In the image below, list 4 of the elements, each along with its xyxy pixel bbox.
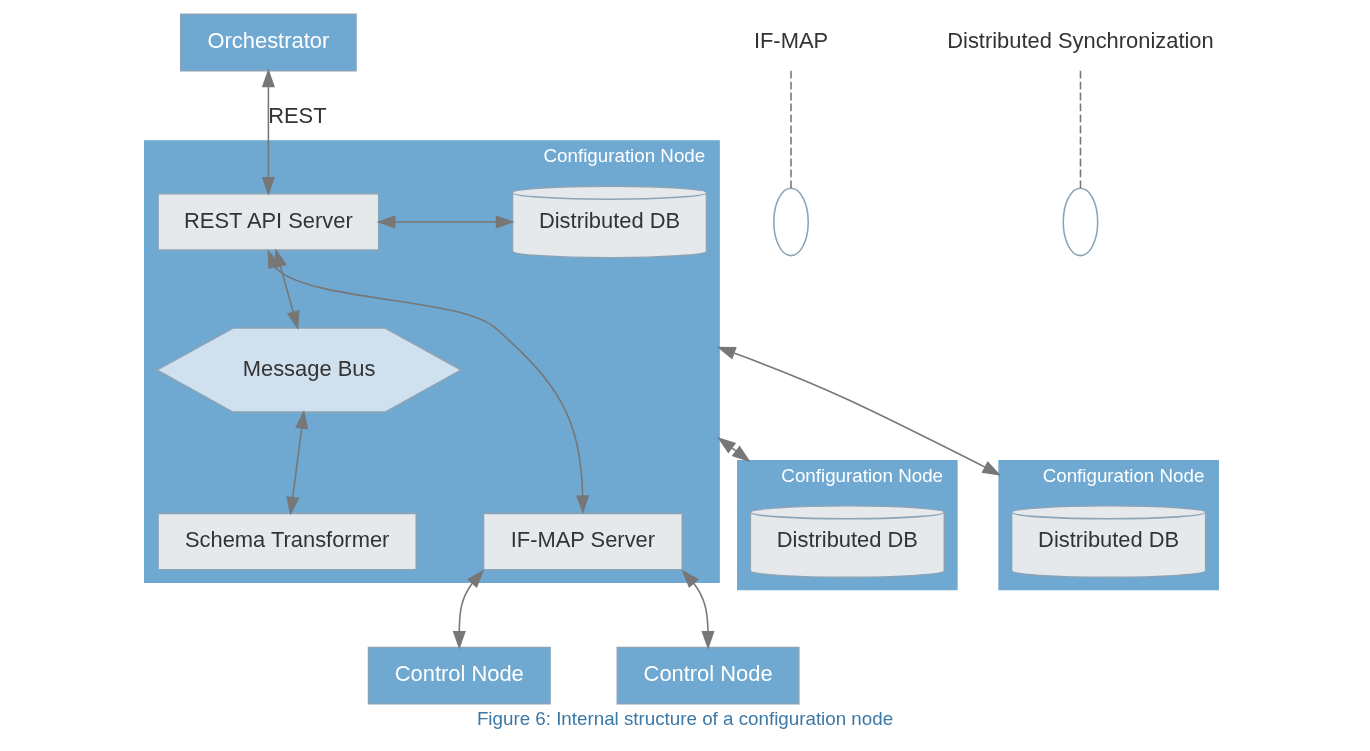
node-text: Distributed Synchronization [947,28,1214,54]
caption: Figure 6: Internal structure of a configuration node [476,708,894,730]
edge-label: REST [268,102,327,128]
node-text: IF-MAP [753,28,829,54]
